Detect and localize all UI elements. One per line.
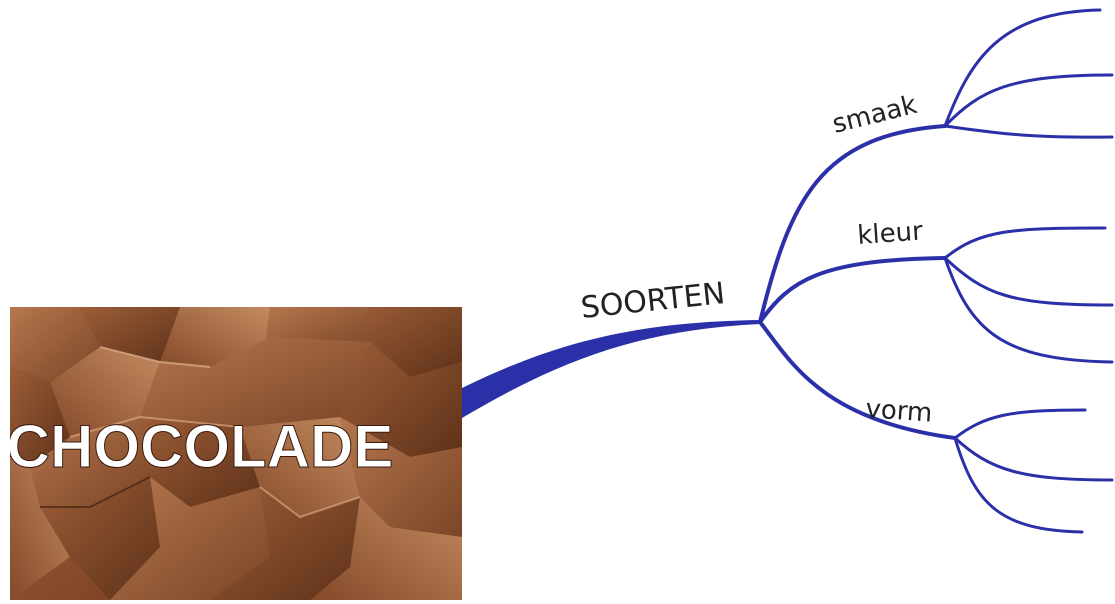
twig-kleur-2	[945, 258, 1112, 305]
main-branch-label: SOORTEN	[579, 276, 727, 326]
twig-smaak-2	[945, 75, 1112, 126]
twig-smaak-3	[945, 126, 1112, 137]
twig-smaak-1	[945, 10, 1100, 126]
branch-label-kleur: kleur	[856, 216, 924, 251]
twig-vorm-2	[955, 438, 1112, 480]
branch-label-vorm: vorm	[865, 394, 934, 429]
twig-kleur-3	[945, 258, 1112, 362]
branch-line-kleur	[760, 258, 945, 322]
main-branch-line	[462, 320, 760, 418]
twig-kleur-1	[945, 228, 1105, 258]
twig-vorm-1	[955, 410, 1085, 438]
